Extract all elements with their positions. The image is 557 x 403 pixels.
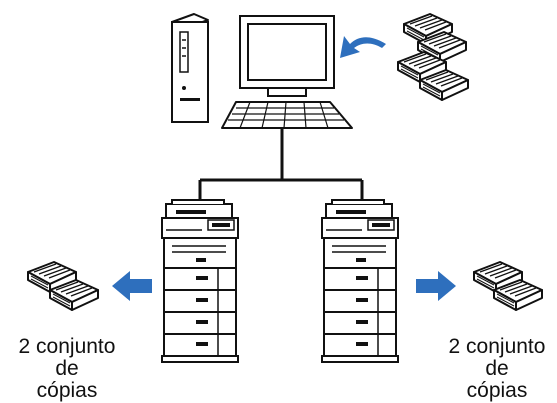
document-stack-icon: [27, 261, 99, 311]
right-output-caption: 2 conjunto de cópias: [432, 336, 557, 402]
printer-icon: [321, 199, 399, 363]
document-stack-icon: [473, 261, 543, 311]
computer-tower-icon: [171, 13, 209, 123]
arrow-icon: [112, 271, 152, 301]
caption-line: 2 conjunto: [448, 335, 546, 358]
keyboard-icon: [221, 101, 353, 129]
caption-line: 2 conjunto: [18, 335, 116, 358]
caption-line: cópias: [466, 379, 528, 402]
caption-line: de: [485, 357, 509, 380]
printer-icon: [161, 199, 239, 363]
left-output-caption: 2 conjunto de cópias: [2, 336, 132, 402]
caption-line: de: [55, 357, 79, 380]
document-stack-icon: [397, 13, 469, 101]
monitor-icon: [239, 15, 335, 97]
caption-line: cópias: [36, 379, 98, 402]
arrow-icon: [340, 36, 386, 58]
arrow-icon: [416, 271, 456, 301]
